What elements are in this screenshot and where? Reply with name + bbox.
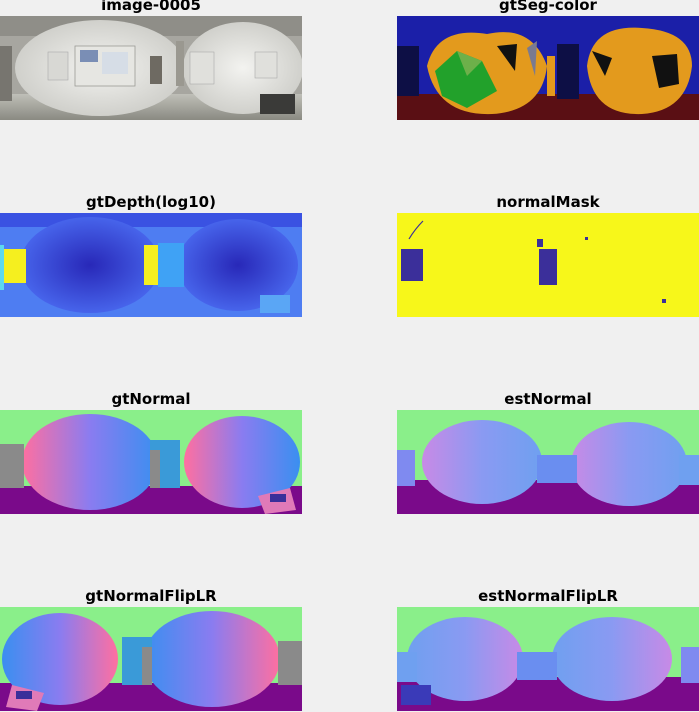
panel-image: image-0005 bbox=[0, 0, 302, 120]
panel-gt-segmentation: gtSeg-color bbox=[397, 0, 699, 120]
panel-title: estNormal bbox=[504, 390, 592, 408]
panel-est-normal-flip: estNormalFlipLR bbox=[397, 587, 699, 711]
rgb-panorama-image bbox=[0, 16, 302, 120]
depth-map-image bbox=[0, 213, 302, 317]
est-normal-map-image bbox=[397, 410, 699, 514]
panel-title: normalMask bbox=[496, 193, 600, 211]
panel-title: gtDepth(log10) bbox=[86, 193, 216, 211]
segmentation-map-image bbox=[397, 16, 699, 120]
panel-gt-normal-flip: gtNormalFlipLR bbox=[0, 587, 302, 711]
gt-normal-map-image bbox=[0, 410, 302, 514]
panel-gt-depth: gtDepth(log10) bbox=[0, 193, 302, 317]
panel-title: gtNormalFlipLR bbox=[85, 587, 217, 605]
normal-mask-image bbox=[397, 213, 699, 317]
panel-title: estNormalFlipLR bbox=[478, 587, 618, 605]
gt-normal-flip-map-image bbox=[0, 607, 302, 711]
panel-est-normal: estNormal bbox=[397, 390, 699, 514]
panel-normal-mask: normalMask bbox=[397, 193, 699, 317]
panel-gt-normal: gtNormal bbox=[0, 390, 302, 514]
panel-title: gtNormal bbox=[111, 390, 191, 408]
est-normal-flip-map-image bbox=[397, 607, 699, 711]
panel-title: image-0005 bbox=[101, 0, 201, 14]
panel-title: gtSeg-color bbox=[499, 0, 597, 14]
